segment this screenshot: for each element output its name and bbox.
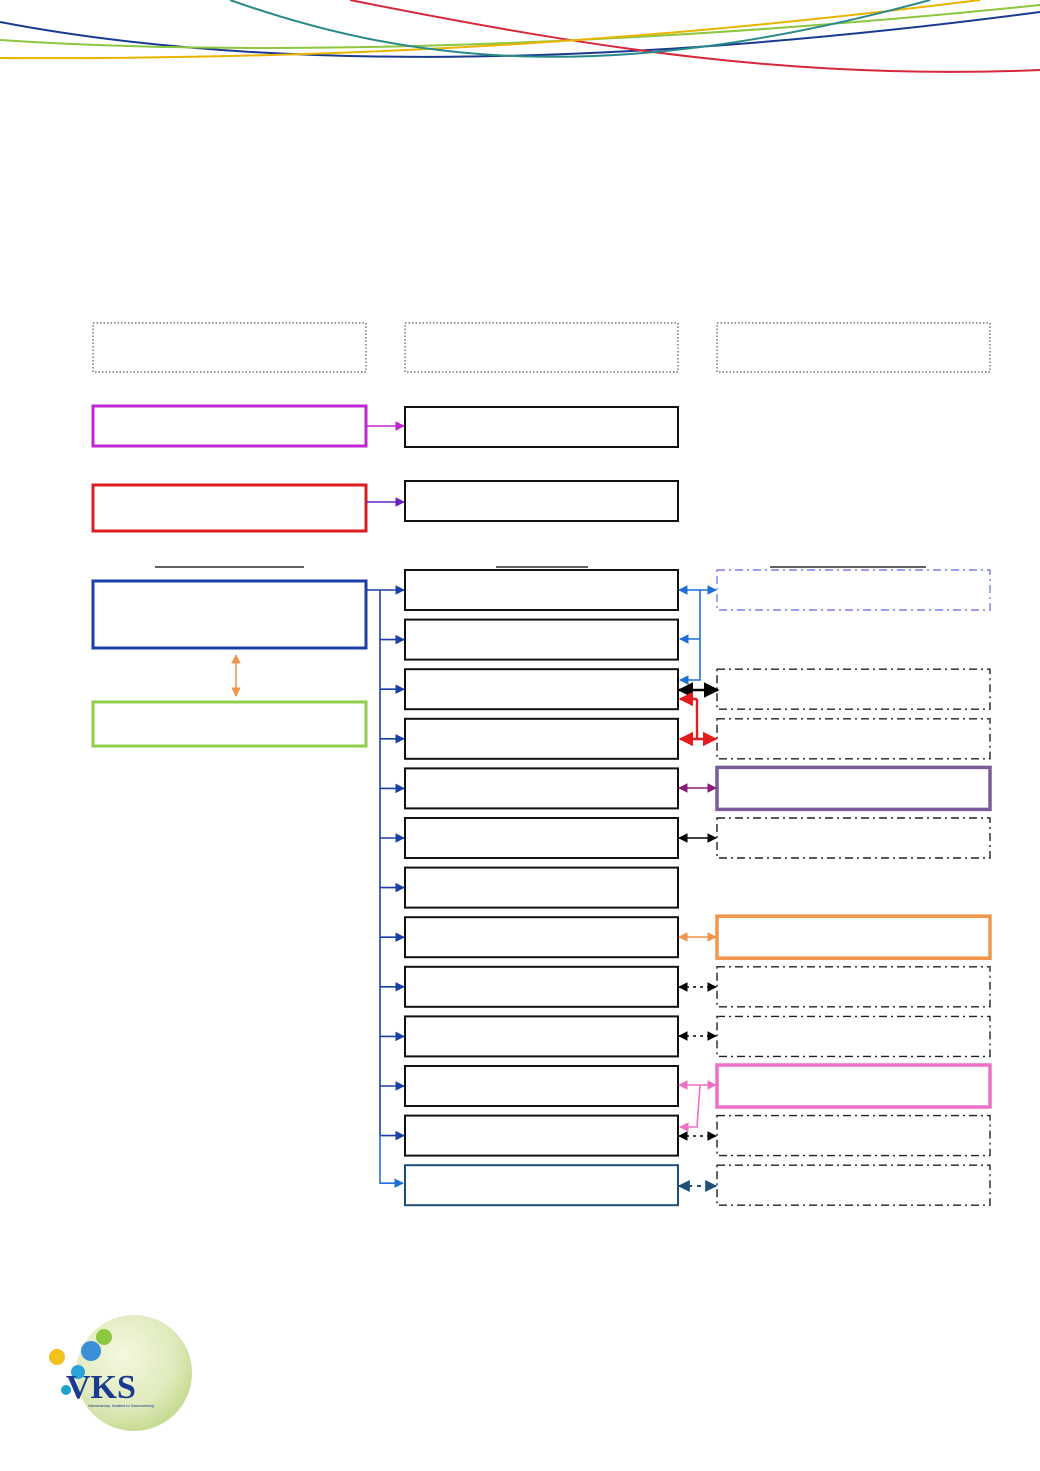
middle-list-box <box>404 916 679 959</box>
column-header-box <box>92 322 367 373</box>
connector-arrow <box>679 590 701 685</box>
right-box <box>716 1164 991 1206</box>
left-box <box>91 700 368 748</box>
right-box <box>715 765 992 812</box>
middle-list-box <box>404 965 679 1008</box>
wave-line <box>0 0 981 60</box>
right-box <box>716 718 991 760</box>
wave-line <box>0 4 1040 49</box>
column-header-box <box>404 322 679 373</box>
middle-list-box <box>404 668 679 711</box>
right-box <box>716 817 991 859</box>
right-box <box>716 668 991 710</box>
logo-dot <box>61 1385 71 1395</box>
middle-list-box <box>404 1114 679 1157</box>
left-box <box>91 483 368 533</box>
wave-line <box>229 0 931 58</box>
middle-top-box <box>404 480 679 522</box>
middle-list-box <box>404 618 679 661</box>
middle-list-box <box>404 1065 679 1107</box>
middle-list-box <box>404 1015 679 1058</box>
middle-top-box <box>404 406 679 448</box>
left-box <box>91 404 368 448</box>
right-box <box>715 1063 992 1109</box>
logo-dot <box>81 1341 101 1361</box>
logo-dot <box>96 1329 112 1345</box>
right-box <box>715 914 992 960</box>
logo-dot <box>49 1349 65 1365</box>
logo-caption: Vakmanschap, Kwaliteit en Samenwerking <box>88 1404 154 1408</box>
column-header-box <box>716 322 991 373</box>
middle-list-box <box>404 569 679 611</box>
right-box <box>716 569 991 611</box>
connector-arrow <box>679 1084 701 1132</box>
wave-line <box>0 11 1040 58</box>
logo-text: VKS <box>66 1369 136 1406</box>
left-box <box>91 579 368 650</box>
middle-list-box <box>404 767 679 810</box>
header-wave-decoration <box>0 0 1040 73</box>
logo-dot <box>71 1365 85 1379</box>
middle-list-box <box>404 817 679 859</box>
right-box <box>716 966 991 1008</box>
middle-list-box <box>404 1164 679 1207</box>
right-box <box>716 1015 991 1058</box>
wave-line <box>349 0 1040 73</box>
flow-diagram <box>91 322 992 1207</box>
middle-list-box <box>404 866 679 909</box>
middle-list-box <box>404 717 679 760</box>
connector-arrow <box>379 1135 404 1188</box>
right-box <box>716 1114 991 1157</box>
